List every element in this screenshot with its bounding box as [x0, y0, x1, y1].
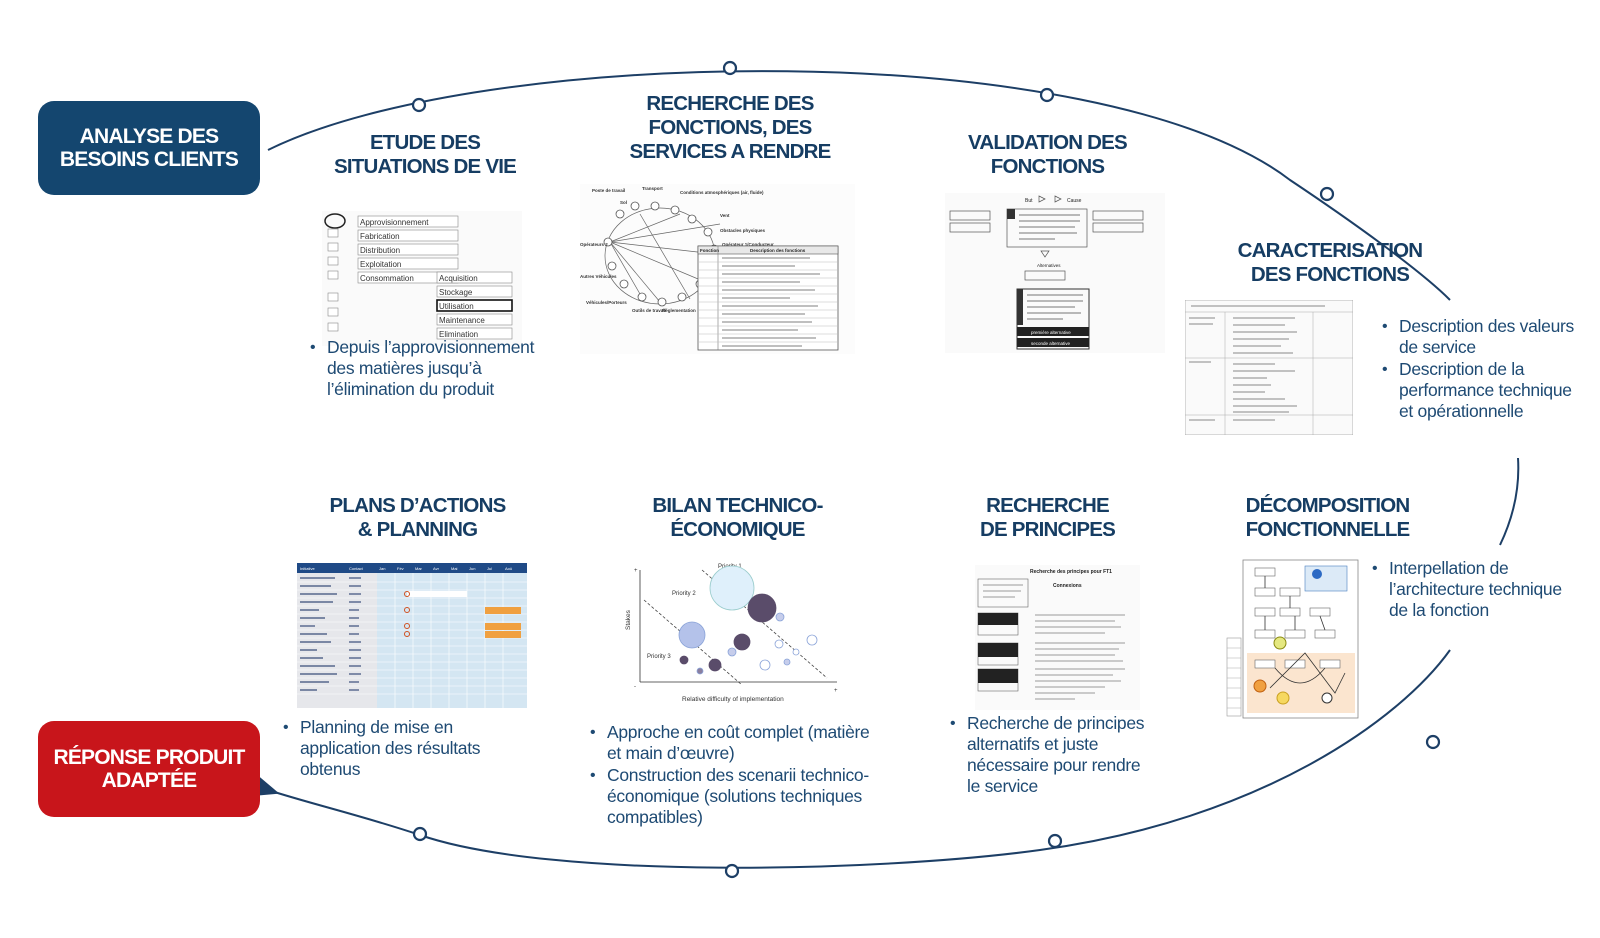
node-label-4: Sol [620, 200, 627, 205]
node-label-5: Vent [720, 213, 730, 218]
node-label-2: Transport [642, 186, 663, 191]
plans-header-m3: Mar [415, 566, 423, 571]
decomposition-bullets: Interpellation de l’architecture techniq… [1372, 558, 1562, 622]
step-title-decomposition: DÉCOMPOSITION FONCTIONNELLE [1245, 494, 1411, 541]
caracterisation-bullet-1: Description des valeurs de service [1382, 316, 1582, 358]
step-title-situations: ETUDE DES SITUATIONS DE VIE [334, 131, 517, 178]
step-title-principes: RECHERCHE DE PRINCIPES [979, 494, 1116, 541]
plans-bullets: Planning de mise en application des résu… [283, 717, 528, 781]
plans-header-initiative: Initiative [300, 566, 315, 571]
subphase-label-4: Maintenance [439, 316, 485, 325]
validation-label-alt1: première alternative [1031, 330, 1071, 335]
plans-header-m7: Jul [487, 566, 492, 571]
situations-thumbnail: Approvisionnement Fabrication Distributi… [322, 211, 522, 346]
phase-label-5: Consommation [360, 274, 414, 283]
node-label-3: Conditions atmosphériques (air, fluide) [680, 190, 764, 195]
bilan-thumbnail: + - + Relative difficulty of implementat… [622, 560, 847, 720]
subphase-label-3: Utilisation [439, 302, 474, 311]
plans-header-m2: Fév [397, 566, 404, 571]
principes-thumbnail: Recherche des principes pour FT1 Connexi… [975, 565, 1140, 710]
validation-thumbnail: But Cause Alternatives première alternat… [945, 193, 1165, 353]
loop-right-arc [1499, 457, 1520, 546]
step-title-recherche-fonctions: RECHERCHE DES FONCTIONS, DES SERVICES A … [629, 92, 832, 163]
table-header-fonction: Fonction [700, 248, 719, 253]
subphase-label-2: Stockage [439, 288, 473, 297]
decomposition-bullet-1: Interpellation de l’architecture techniq… [1372, 558, 1562, 621]
validation-label-alternatives: Alternatives [1037, 263, 1061, 268]
step-title-bilan: BILAN TECHNICO- ÉCONOMIQUE [652, 494, 823, 541]
validation-label-but: But [1025, 198, 1033, 204]
principes-table-title: Recherche des principes pour FT1 [1030, 569, 1112, 575]
node-label-7: Opérateur 1/Conducteur [722, 242, 774, 247]
node-label-6: Obstacles physiques [720, 228, 766, 233]
step-title-caracterisation: CARACTERISATION DES FONCTIONS [1237, 239, 1423, 286]
phase-label-1: Approvisionnement [360, 218, 429, 227]
pill-start-line-1: ANALYSE DES [79, 125, 219, 148]
plans-header-m8: Aoû [505, 566, 512, 571]
plans-header-m4: Avr [433, 566, 440, 571]
plans-header-m6: Jun [469, 566, 475, 571]
principes-bullet-1: Recherche de principes alternatifs et ju… [950, 713, 1150, 797]
step-title-validation: VALIDATION DES FONCTIONS [968, 131, 1128, 178]
pill-start-line-2: BESOINS CLIENTS [59, 148, 239, 171]
situations-bullet-1: Depuis l’approvisionnement des matières … [310, 337, 540, 400]
decomposition-thumbnail [1225, 558, 1365, 720]
principes-bullets: Recherche de principes alternatifs et ju… [950, 713, 1150, 798]
loop-bottom-arc [253, 649, 1451, 869]
y-minus: - [634, 684, 636, 690]
validation-label-alt2: seconde alternative [1031, 341, 1071, 346]
subphase-label-5: Elimination [439, 330, 478, 339]
node-label-8: Opérateurs 2 [580, 242, 608, 247]
step-title-plans: PLANS D’ACTIONS & PLANNING [329, 494, 507, 541]
pill-end-line-1: RÉPONSE PRODUIT [53, 746, 245, 769]
fonctions-table: Fonction Description des fonctions [697, 245, 839, 351]
recherche-fonctions-thumbnail: Poste de travail Transport Conditions at… [580, 184, 855, 354]
pill-end-line-2: ADAPTÉE [101, 769, 198, 792]
bilan-bullets: Approche en coût complet (matière et mai… [590, 722, 880, 829]
caracterisation-thumbnail [1185, 300, 1353, 435]
plans-header-contact: Contact [349, 566, 364, 571]
plans-header-m5: Mai [451, 566, 458, 571]
phase-label-3: Distribution [360, 246, 400, 255]
priority-2-label: Priority 2 [672, 591, 696, 597]
plans-header-m1: Jan [379, 566, 385, 571]
phase-label-4: Exploitation [360, 260, 401, 269]
principes-column-header: Connexions [1053, 583, 1082, 589]
subphase-label-1: Acquisition [439, 274, 478, 283]
node-label-11: Outils de travail [632, 308, 666, 313]
loop-top-arc [267, 70, 1451, 301]
phase-label-2: Fabrication [360, 232, 400, 241]
node-label-9: Autres Véhicules [580, 274, 617, 279]
caracterisation-bullet-2: Description de la performance technique … [1382, 359, 1582, 422]
priority-3-label: Priority 3 [647, 654, 671, 660]
loop-nodes [411, 60, 1441, 879]
plans-thumbnail: Initiative Contact Jan Fév Mar Avr Mai J… [297, 563, 527, 708]
validation-label-cause: Cause [1067, 198, 1082, 204]
table-header-description: Description des fonctions [750, 248, 806, 253]
node-label-10: Véhicules/Porteurs [586, 300, 627, 305]
node-label-1: Poste de travail [592, 188, 625, 193]
bilan-bullet-1: Approche en coût complet (matière et mai… [590, 722, 880, 764]
node-label-12: Réglementation [662, 308, 696, 313]
bilan-bullet-2: Construction des scenarii technico-écono… [590, 765, 880, 828]
bilan-ylabel: Stakes [625, 609, 632, 630]
y-plus: + [634, 568, 638, 574]
bilan-xlabel: Relative difficulty of implementation [682, 696, 784, 703]
analyse-besoins-pill: ANALYSE DES BESOINS CLIENTS [38, 101, 260, 195]
x-plus: + [834, 688, 838, 694]
reponse-produit-pill: RÉPONSE PRODUIT ADAPTÉE [38, 721, 260, 817]
plans-bullet-1: Planning de mise en application des résu… [283, 717, 528, 780]
situations-bullets: Depuis l’approvisionnement des matières … [310, 337, 540, 401]
caracterisation-bullets: Description des valeurs de service Descr… [1382, 316, 1582, 423]
